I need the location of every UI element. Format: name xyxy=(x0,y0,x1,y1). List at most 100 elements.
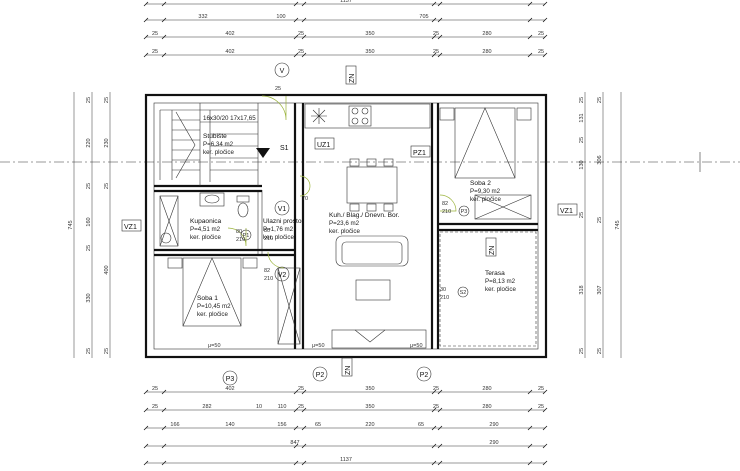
room-name-terrace: Terasa xyxy=(485,270,505,277)
dim-top-705: 705 xyxy=(419,14,428,20)
tag-zn-right: ZN xyxy=(489,246,496,255)
svg-text:ker. pločice: ker. pločice xyxy=(329,228,361,235)
room-name-bathroom: Kupaonica xyxy=(190,218,221,225)
svg-text:25: 25 xyxy=(152,386,158,392)
svg-text:210: 210 xyxy=(236,237,245,243)
svg-text:25: 25 xyxy=(433,404,439,410)
svg-text:210: 210 xyxy=(442,209,451,215)
svg-text:25: 25 xyxy=(298,31,304,37)
floor-symbol-triangle xyxy=(256,148,270,158)
svg-text:25: 25 xyxy=(538,404,544,410)
tag-zn-top-box xyxy=(345,65,357,85)
tag-p1: P1 xyxy=(243,233,250,239)
svg-text:25: 25 xyxy=(433,386,439,392)
tag-s1: S1 xyxy=(280,145,289,152)
svg-text:25: 25 xyxy=(538,386,544,392)
svg-text:280: 280 xyxy=(482,49,491,55)
right-dimensions: 25 131 25 130 25 318 25 25 306 25 307 25… xyxy=(579,92,622,358)
dim-tick xyxy=(301,52,307,58)
svg-text:P=8,13 m2: P=8,13 m2 xyxy=(485,278,516,285)
left-dimensions: 745 25 220 25 160 25 330 25 25 230 25 40… xyxy=(68,92,111,358)
svg-text:290: 290 xyxy=(489,440,498,446)
svg-text:847: 847 xyxy=(290,440,299,446)
svg-text:110: 110 xyxy=(278,404,287,410)
svg-text:25: 25 xyxy=(104,348,110,354)
svg-text:350: 350 xyxy=(365,386,374,392)
svg-text:350: 350 xyxy=(365,31,374,37)
bathroom-fixtures xyxy=(159,192,250,247)
svg-text:25: 25 xyxy=(152,404,158,410)
dim-tick xyxy=(301,17,307,23)
svg-text:210: 210 xyxy=(440,295,449,301)
tag-p2: P2 xyxy=(316,372,325,379)
svg-text:P=1,76 m2: P=1,76 m2 xyxy=(263,226,294,233)
svg-text:318: 318 xyxy=(579,285,585,294)
dim-tick xyxy=(527,52,533,58)
dim-tick xyxy=(527,34,533,40)
svg-text:10: 10 xyxy=(256,404,262,410)
room-name-living: Kuh./ Blag./ Dnevn. Bor. xyxy=(329,212,400,219)
svg-text:25: 25 xyxy=(433,49,439,55)
bedroom2-bed xyxy=(439,107,532,220)
svg-text:280: 280 xyxy=(482,386,491,392)
dim-tick xyxy=(431,1,437,7)
svg-text:25: 25 xyxy=(597,97,603,103)
svg-text:ker. pločice: ker. pločice xyxy=(470,196,502,203)
dim-tick xyxy=(437,1,443,7)
svg-text:220: 220 xyxy=(86,138,92,147)
dim-tick xyxy=(431,17,437,23)
svg-text:230: 230 xyxy=(104,138,110,147)
svg-text:25: 25 xyxy=(579,97,585,103)
svg-text:25: 25 xyxy=(298,404,304,410)
svg-text:25: 25 xyxy=(86,245,92,251)
tag-pz1-box xyxy=(410,145,431,158)
dim-tick xyxy=(161,17,167,23)
svg-text:130: 130 xyxy=(579,160,585,169)
tag-p3: P3 xyxy=(226,376,235,383)
svg-text:282: 282 xyxy=(202,404,211,410)
svg-text:25: 25 xyxy=(86,348,92,354)
tag-v1: V1 xyxy=(278,206,287,213)
tag-uz1: UZ1 xyxy=(317,142,330,149)
svg-text:25: 25 xyxy=(86,97,92,103)
svg-text:μ=50: μ=50 xyxy=(208,343,221,349)
svg-text:30: 30 xyxy=(440,287,446,293)
dim-tick xyxy=(143,17,149,23)
svg-text:25: 25 xyxy=(152,31,158,37)
svg-text:166: 166 xyxy=(170,422,179,428)
svg-text:ker. pločice: ker. pločice xyxy=(263,234,295,241)
svg-text:25: 25 xyxy=(579,212,585,218)
svg-text:220: 220 xyxy=(365,422,374,428)
svg-text:140: 140 xyxy=(225,422,234,428)
svg-text:25: 25 xyxy=(579,348,585,354)
svg-text:65: 65 xyxy=(418,422,424,428)
door-swings xyxy=(227,95,457,269)
dim-tick xyxy=(293,1,299,7)
room-name-bedroom2: Soba 2 xyxy=(470,180,491,187)
top-dimensions: 1137 332 100 705 25 402 25 350 25 280 25… xyxy=(143,0,548,466)
dim-tick xyxy=(542,1,548,7)
interior-walls xyxy=(154,103,538,349)
kitchen-fixtures xyxy=(304,103,431,349)
dim-bottom-total: 1137 xyxy=(340,457,352,463)
svg-text:280: 280 xyxy=(482,404,491,410)
tag-vz1-right-box xyxy=(557,203,578,216)
dim-tick xyxy=(161,34,167,40)
tag-v2: V2 xyxy=(278,272,287,279)
svg-text:306: 306 xyxy=(597,155,603,164)
svg-text:402: 402 xyxy=(225,31,234,37)
dim-tick xyxy=(431,52,437,58)
svg-text:P=10,45 m2: P=10,45 m2 xyxy=(197,303,231,310)
dim-top-332: 332 xyxy=(198,14,207,20)
svg-text:160: 160 xyxy=(86,217,92,226)
svg-text:402: 402 xyxy=(225,49,234,55)
dim-tick xyxy=(431,34,437,40)
svg-text:25: 25 xyxy=(538,31,544,37)
svg-text:307: 307 xyxy=(597,285,603,294)
svg-text:745: 745 xyxy=(68,220,74,229)
circle-tags: V V1 V2 S1 P3 P2 P2 P1 P3 S2 xyxy=(222,62,470,386)
svg-text:P=6,34 m2: P=6,34 m2 xyxy=(203,141,234,148)
svg-text:82: 82 xyxy=(442,201,448,207)
staircase xyxy=(159,109,258,182)
